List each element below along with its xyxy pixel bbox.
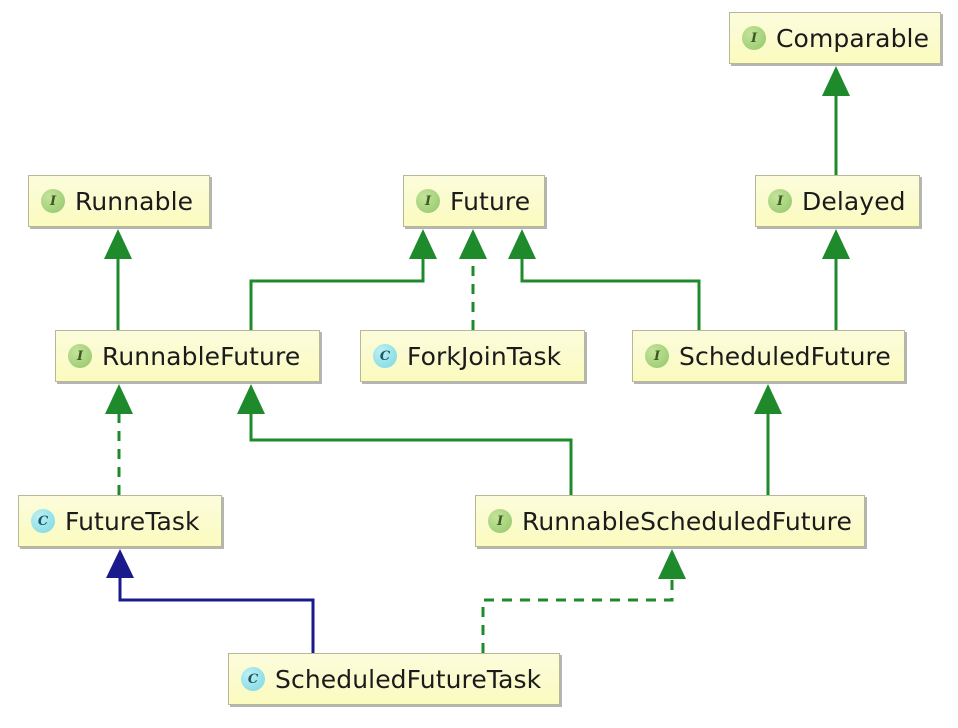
node-runnable-scheduled-future[interactable]: I RunnableScheduledFuture — [475, 495, 865, 547]
interface-icon: I — [416, 189, 440, 213]
interface-icon: I — [41, 189, 65, 213]
interface-icon: I — [742, 26, 766, 50]
interface-icon: I — [488, 509, 512, 533]
edge-scheduledfuture-to-future — [508, 229, 701, 330]
node-future-task[interactable]: C FutureTask — [18, 495, 222, 547]
node-comparable[interactable]: I Comparable — [729, 12, 941, 64]
edge-runnablescheduledfuture-to-scheduledfuture — [754, 384, 782, 495]
edge-forkjointask-to-future — [459, 229, 487, 330]
node-label: ScheduledFutureTask — [275, 664, 542, 694]
interface-icon: I — [68, 344, 92, 368]
edge-futuretask-to-runnablefuture — [105, 384, 133, 495]
interface-icon: I — [768, 189, 792, 213]
node-fork-join-task[interactable]: C ForkJoinTask — [360, 330, 585, 382]
node-future[interactable]: I Future — [403, 175, 545, 227]
node-runnable[interactable]: I Runnable — [28, 175, 210, 227]
node-label: Comparable — [776, 23, 930, 53]
edge-runnablescheduledfuture-to-runnablefuture — [237, 384, 573, 495]
edge-scheduledfuturetask-to-runnablescheduledfuture — [481, 549, 686, 653]
node-delayed[interactable]: I Delayed — [755, 175, 920, 227]
node-runnable-future[interactable]: I RunnableFuture — [55, 330, 320, 382]
edge-delayed-to-comparable — [822, 66, 850, 175]
class-icon: C — [241, 667, 265, 691]
edge-runnablefuture-to-runnable — [104, 229, 132, 330]
node-label: Delayed — [802, 186, 906, 216]
node-label: RunnableFuture — [102, 341, 301, 371]
node-label: RunnableScheduledFuture — [522, 506, 852, 536]
edge-runnablefuture-to-future — [249, 229, 437, 330]
edge-scheduledfuturetask-to-futuretask — [106, 549, 315, 653]
node-scheduled-future-task[interactable]: C ScheduledFutureTask — [228, 653, 560, 705]
class-icon: C — [373, 344, 397, 368]
interface-icon: I — [645, 344, 669, 368]
node-label: Runnable — [75, 186, 194, 216]
node-label: Future — [450, 186, 531, 216]
node-scheduled-future[interactable]: I ScheduledFuture — [632, 330, 905, 382]
node-label: ScheduledFuture — [679, 341, 891, 371]
edge-scheduledfuture-to-delayed — [822, 229, 850, 330]
node-label: FutureTask — [65, 506, 200, 536]
node-label: ForkJoinTask — [407, 341, 562, 371]
class-icon: C — [31, 509, 55, 533]
